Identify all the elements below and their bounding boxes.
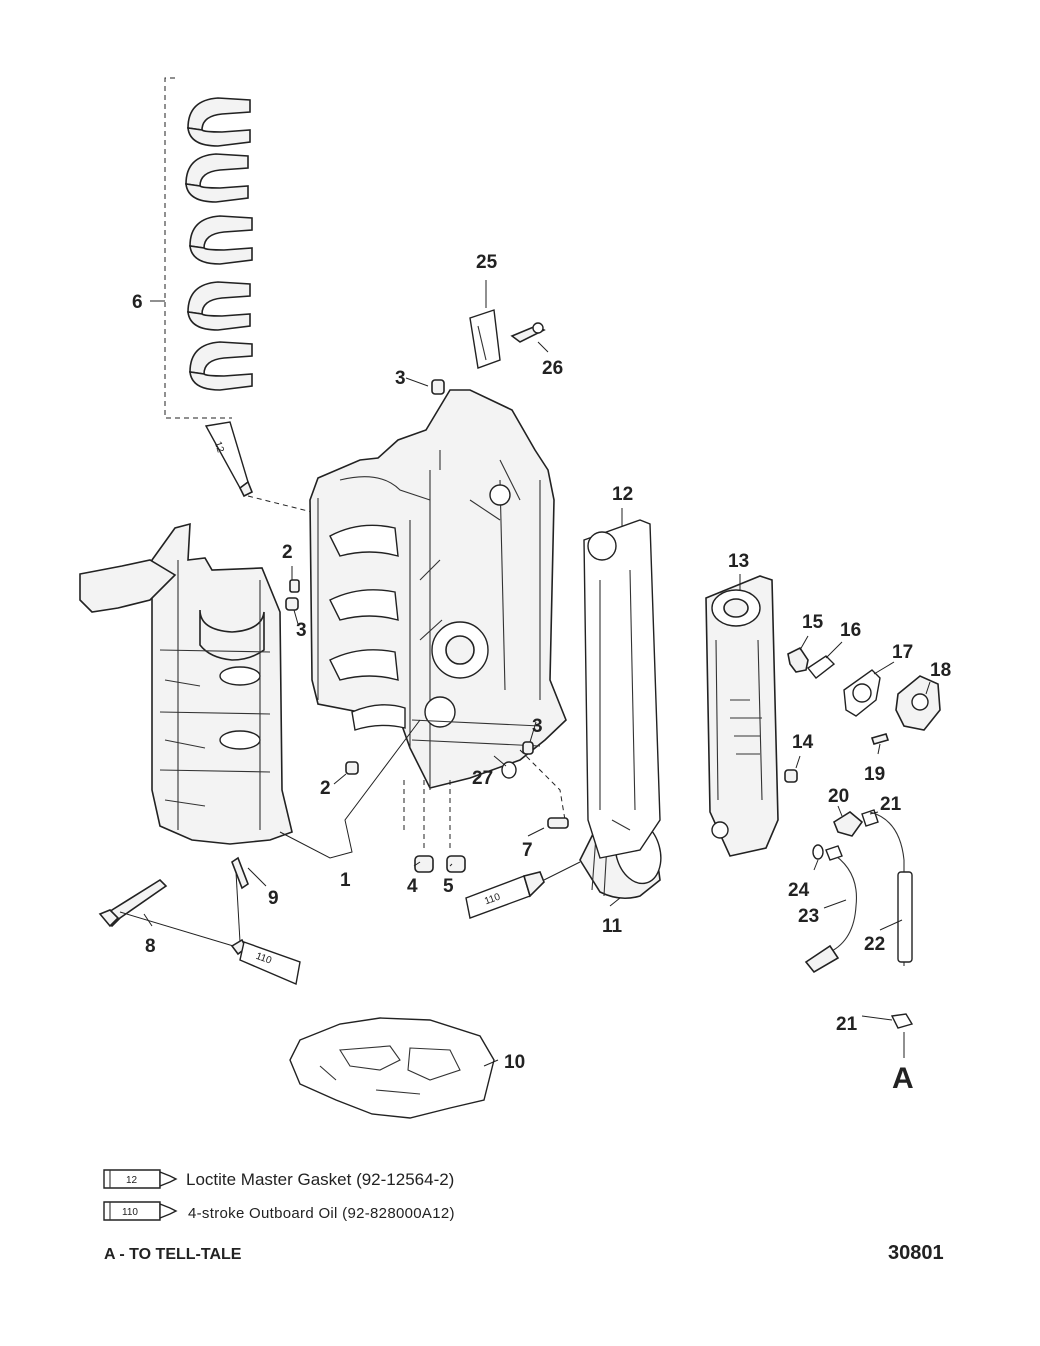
callout-10: 10: [504, 1052, 525, 1073]
exhaust-gasket-12: [583, 519, 661, 859]
callout-23: 23: [798, 906, 819, 927]
callout-3-top: 3: [395, 368, 406, 389]
legend-tube-110-icon: 110: [103, 1201, 178, 1221]
main-bearing-set: [185, 97, 253, 391]
sealant-tube-12: [204, 421, 313, 513]
gasket-17: [843, 669, 881, 717]
callout-20: 20: [828, 786, 849, 807]
footer-note: A - TO TELL-TALE: [104, 1246, 242, 1263]
plug-lower: [522, 741, 534, 755]
legend-tube-12-number: 12: [126, 1175, 138, 1186]
callout-8: 8: [145, 936, 156, 957]
screw-26: [510, 322, 546, 343]
plug-top: [431, 379, 445, 395]
callout-19: 19: [864, 764, 885, 785]
fitting-20: [833, 811, 864, 837]
callout-14: 14: [792, 732, 814, 753]
gasket-10: [289, 1017, 495, 1119]
callout-26: 26: [542, 358, 563, 379]
hose-clamp-21-lower: [890, 1013, 914, 1058]
callout-12: 12: [612, 484, 633, 505]
crankcase-cover: [79, 522, 293, 845]
callout-6: 6: [132, 292, 143, 313]
exhaust-plate-13: [705, 575, 779, 857]
tell-tale-hose-22: [869, 811, 913, 966]
bearing-shell-1: [187, 97, 251, 147]
legend-item-12: Loctite Master Gasket (92-12564-2): [186, 1170, 455, 1189]
callout-13: 13: [728, 551, 749, 572]
stud-9: [231, 856, 249, 943]
callout-24: 24: [788, 880, 810, 901]
callout-5: 5: [443, 876, 454, 897]
cylinder-block: [309, 389, 567, 790]
hose-clamp-21-upper: [861, 809, 879, 827]
thermostat-cover-18: [895, 675, 941, 731]
bearing-set-bracket: [150, 77, 232, 419]
callout-21-upper: 21: [880, 794, 902, 815]
oil-tube-110-filter: [465, 861, 581, 919]
fitting-15: [787, 646, 809, 673]
legend-tube-110-number: 110: [122, 1207, 138, 1218]
bracket-25: [469, 309, 501, 369]
screw-7: [519, 749, 569, 829]
bearing-shell-5: [189, 341, 253, 391]
callout-27: 27: [472, 768, 493, 789]
dowel-pin-upper: [289, 579, 300, 593]
callout-17: 17: [892, 642, 913, 663]
callout-21-lower: 21: [836, 1014, 858, 1035]
nut-14: [784, 769, 798, 783]
callout-2-lower: 2: [320, 778, 331, 799]
o-ring-24: [812, 844, 824, 860]
callout-16: 16: [840, 620, 861, 641]
tell-tale-marker-a: A: [892, 1062, 914, 1095]
legend-tube-12-icon: 12: [103, 1169, 178, 1189]
callout-15: 15: [802, 612, 824, 633]
callout-4: 4: [407, 876, 418, 897]
callout-3-right: 3: [532, 716, 543, 737]
dowel-pin-lower: [345, 761, 359, 775]
callout-7: 7: [522, 840, 533, 861]
legend-item-110: 4-stroke Outboard Oil (92-828000A12): [188, 1205, 455, 1222]
gasket-16: [806, 655, 836, 679]
tube-label-110-filter: 110: [483, 891, 502, 907]
oil-tube-110-bolt: [230, 938, 301, 985]
bolt-8: [98, 878, 241, 949]
plug-upper: [285, 597, 299, 611]
callout-2-upper: 2: [282, 542, 293, 563]
callout-3-left: 3: [296, 620, 307, 641]
plug-4: [403, 780, 434, 873]
drawing-number: 30801: [888, 1242, 944, 1264]
callout-18: 18: [930, 660, 951, 681]
callout-25: 25: [476, 252, 498, 273]
tube-label-110-bolt: 110: [254, 951, 273, 967]
bearing-shell-2: [185, 153, 249, 203]
callout-11: 11: [602, 916, 623, 937]
screw-19: [870, 733, 890, 745]
bearing-shell-3: [189, 215, 253, 265]
bearing-shell-4: [187, 281, 251, 331]
plug-5: [446, 780, 466, 873]
callout-1: 1: [340, 870, 351, 891]
callout-22: 22: [864, 934, 885, 955]
tube-label-12-diagram: 12: [212, 440, 226, 454]
leader-lines: [143, 280, 931, 1067]
sensor-wire-23: [804, 845, 858, 974]
callout-9: 9: [268, 888, 279, 909]
